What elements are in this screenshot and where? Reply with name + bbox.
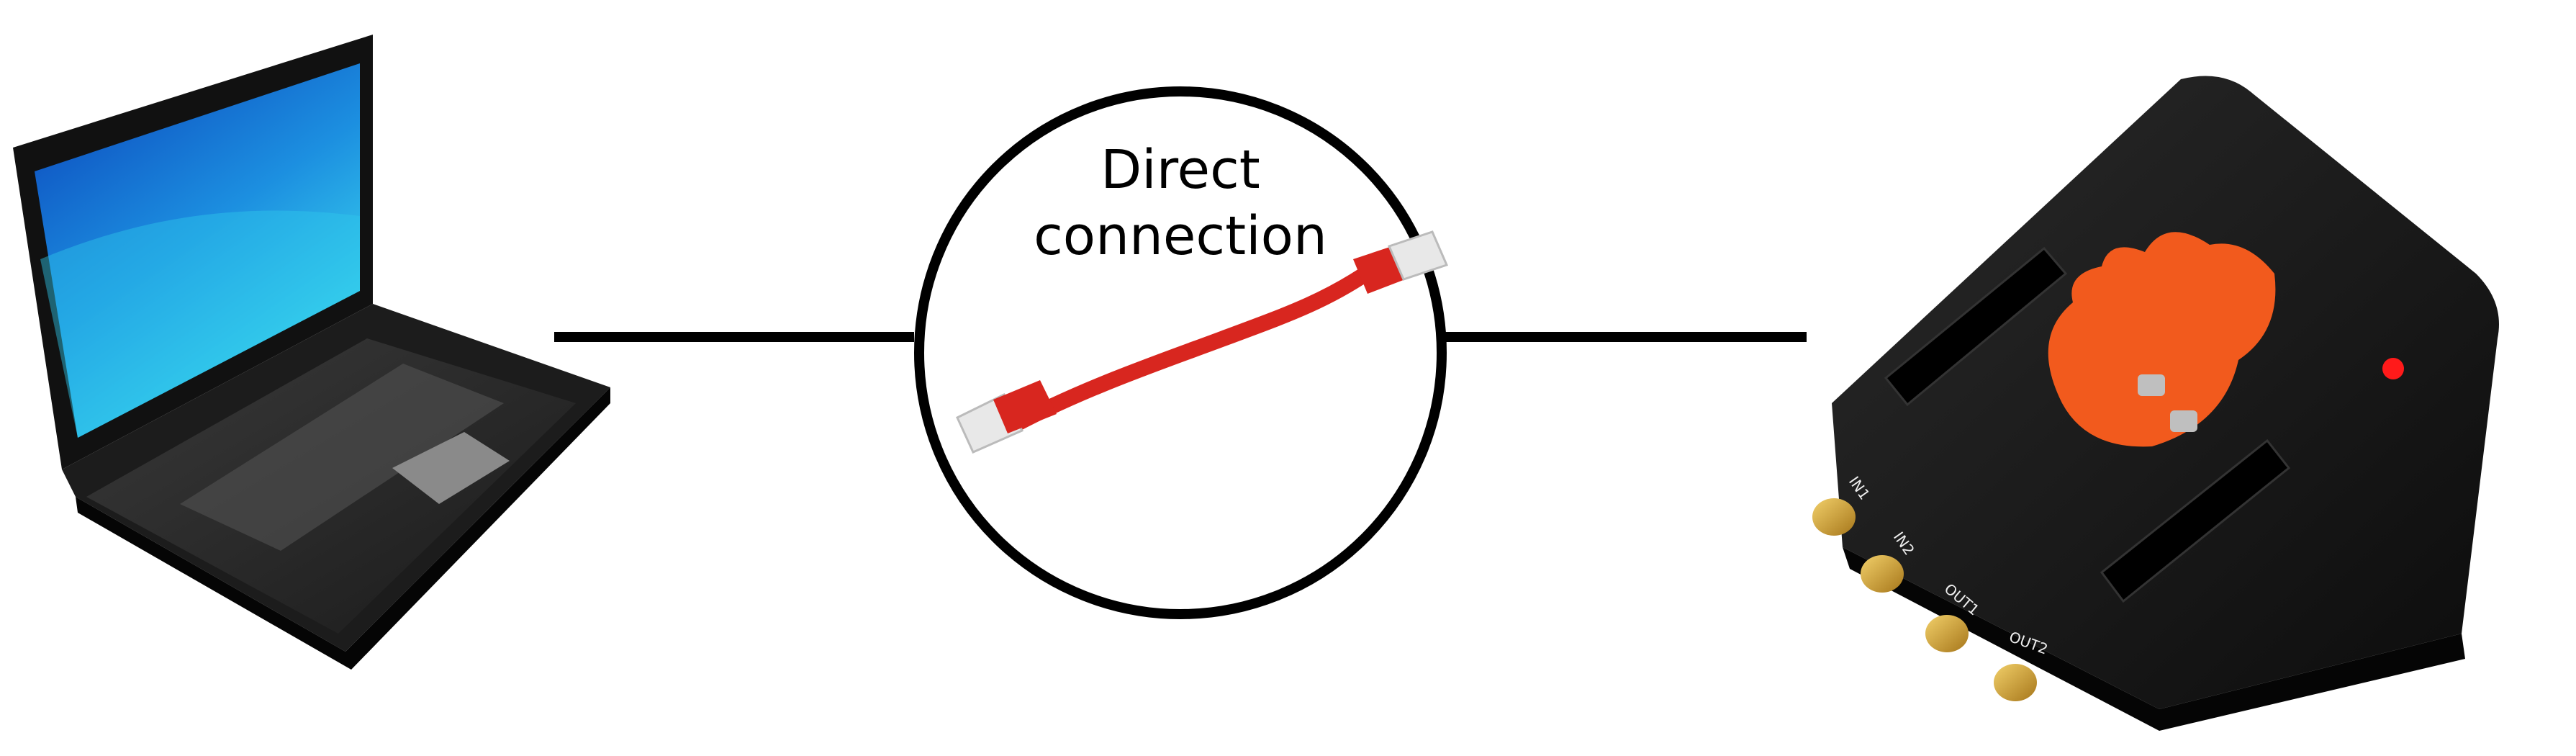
caption-line-1: Direct xyxy=(1101,139,1260,201)
device-icon: IN1 IN2 OUT1 OUT2 xyxy=(1812,76,2499,731)
caption-line-2: connection xyxy=(1034,205,1327,267)
connection-caption: Direct connection xyxy=(928,137,1432,269)
ethernet-cable-icon xyxy=(956,230,1449,454)
laptop-icon xyxy=(13,35,610,670)
